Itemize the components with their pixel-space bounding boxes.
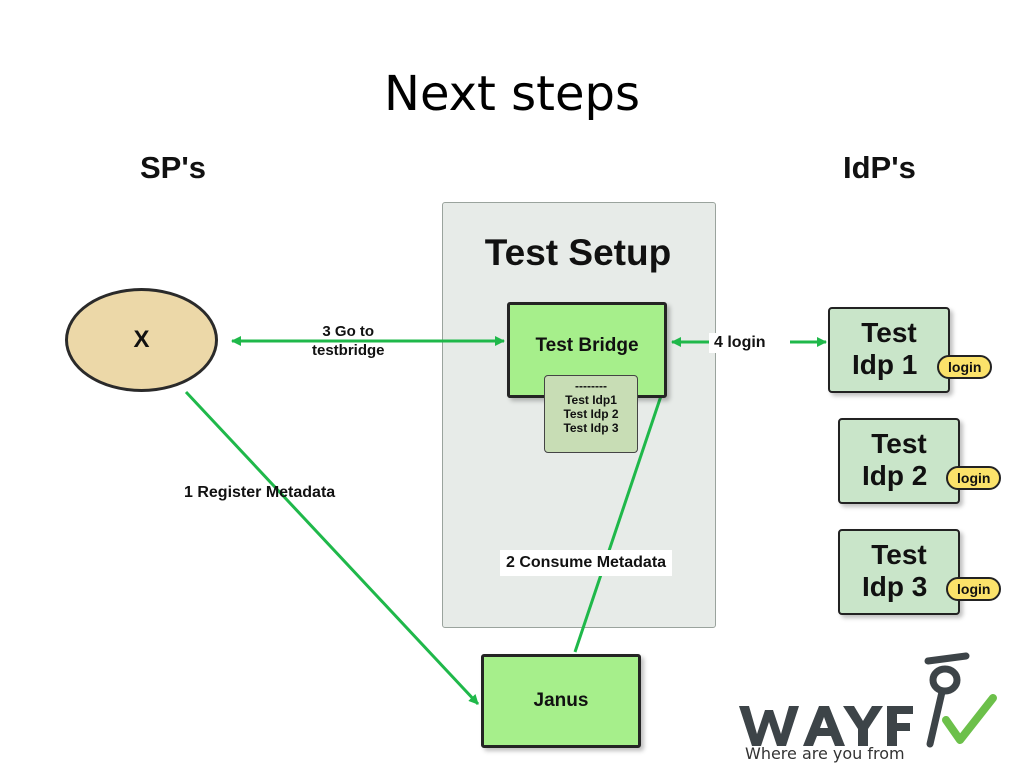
wayf-logo [739,652,997,748]
idp-node-label: Idp 1 [852,349,918,380]
test-setup-label: Test Setup [484,232,672,273]
idp-node-label: Test [871,428,927,459]
wayf-tagline: Where are you from [745,744,905,763]
idp-column-heading: IdP's [843,150,916,185]
arrow-consume-metadata [573,383,667,653]
idp-node-label: Test [861,317,917,348]
idp-node-1: Test Idp 1 [828,307,950,393]
idp-list-divider: -------- [575,379,607,393]
idp-login-badge: login [946,577,1002,601]
test-bridge-idp-list: -------- Test Idp1 Test Idp 2 Test Idp 3 [544,375,638,453]
idp-node-label: Idp 2 [862,460,928,491]
idp-login-badge: login [946,466,1002,490]
idp-node-2: Test Idp 2 [838,418,960,504]
idp-login-badge: login [937,355,993,379]
idp-node-label: Idp 3 [862,571,928,602]
sp-column-heading: SP's [140,150,206,185]
edge-label-goto: 3 Go to testbridge [312,322,385,360]
edge-label-consume: 2 Consume Metadata [500,550,673,576]
arrow-register-metadata [184,390,480,706]
janus-node: Janus [481,654,641,748]
idp-node-label: Test [871,539,927,570]
edge-label-goto-line2: testbridge [312,342,385,359]
edge-label-register: 1 Register Metadata [184,484,336,501]
idp-node-3: Test Idp 3 [838,529,960,615]
slide-title: Next steps [384,66,640,122]
idp-list-item: Test Idp 2 [563,407,619,421]
sp-node-x: X [65,288,218,392]
edge-label-login: 4 login [709,333,771,353]
idp-list-item: Test Idp 3 [563,421,619,435]
idp-list-item: Test Idp1 [565,393,617,407]
edge-label-goto-line1: 3 Go to [322,323,375,340]
